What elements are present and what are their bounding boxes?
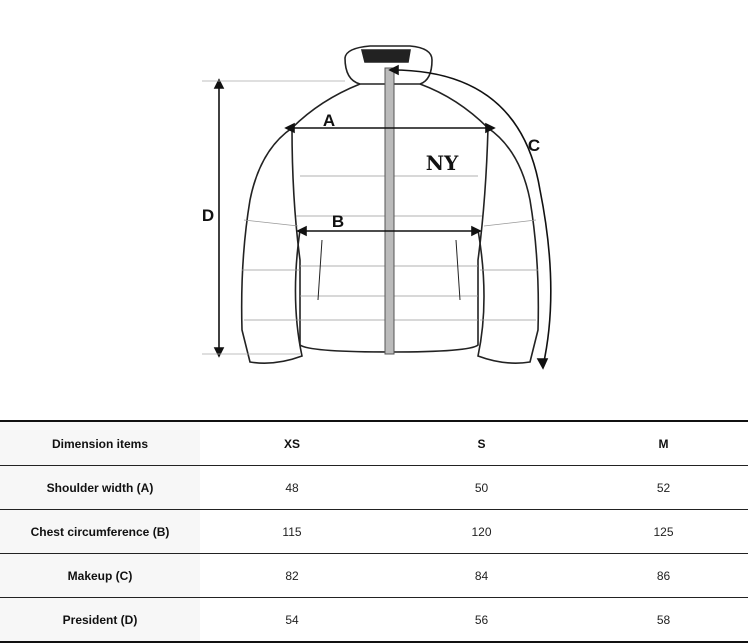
label-d: D <box>202 206 214 225</box>
table-row: Shoulder width (A) 48 50 52 <box>0 465 748 510</box>
cell-m: 52 <box>579 465 748 510</box>
row-label: Chest circumference (B) <box>0 509 200 554</box>
row-label: President (D) <box>0 597 200 642</box>
table-row: Chest circumference (B) 115 120 125 <box>0 509 748 554</box>
zipper <box>384 67 395 355</box>
header-dimension-items: Dimension items <box>0 421 200 466</box>
table-row: President (D) 54 56 58 <box>0 597 748 642</box>
header-m: M <box>579 421 748 466</box>
cell-m: 86 <box>579 553 748 598</box>
header-s: S <box>384 421 579 466</box>
jacket-size-diagram: NY A B C D <box>202 45 552 370</box>
cell-m: 125 <box>579 509 748 554</box>
ny-logo: NY <box>426 151 459 175</box>
cell-s: 56 <box>474 612 489 627</box>
cell-s: 50 <box>384 465 579 510</box>
row-label: Shoulder width (A) <box>0 465 200 510</box>
cell-xs: 54 <box>285 612 299 627</box>
cell-s: 84 <box>384 553 579 598</box>
measure-line-c <box>391 69 552 367</box>
table-row: Makeup (C) 82 84 86 <box>0 553 748 598</box>
cell-m: 58 <box>656 612 671 627</box>
row-label: Makeup (C) <box>0 553 200 598</box>
label-b: B <box>332 212 344 231</box>
label-c: C <box>528 136 540 155</box>
header-xs: XS <box>200 421 384 466</box>
cell-xs: 82 <box>200 553 384 598</box>
cell-xs: 115 <box>200 509 384 554</box>
table-header-row: Dimension items XS S M <box>0 421 748 466</box>
label-a: A <box>323 111 335 130</box>
size-table: Dimension items XS S M Shoulder width (A… <box>0 420 748 643</box>
cell-s: 120 <box>384 509 579 554</box>
cell-xs: 48 <box>200 465 384 510</box>
